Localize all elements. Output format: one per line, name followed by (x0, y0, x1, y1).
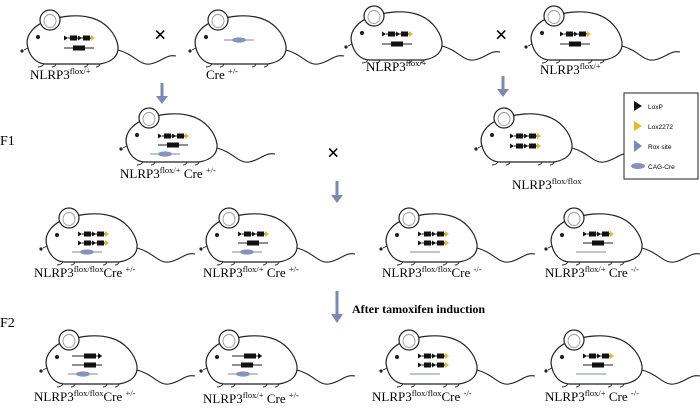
legend: LoxP Lox2272 Rox site CAG-Cre (623, 92, 699, 180)
f2-row1-mouse-4: NLRP3flox/+ Cre -/- (543, 207, 700, 280)
f1-label-2: NLRP3flox/flox (512, 176, 582, 192)
f2-row2-mouse-3: NLRP3flox/floxCre -/- (372, 329, 536, 404)
f1-mouse-1: NLRP3flox/+ Cre +/- (118, 107, 276, 181)
mouse-body-icon (378, 207, 536, 266)
parent-label-2: Cre +/- (206, 66, 238, 82)
mouse-body-icon (473, 107, 631, 166)
f2-row2-label-3: NLRP3flox/floxCre -/- (372, 388, 472, 404)
mouse-body-icon (378, 329, 536, 388)
mouse-body-icon (523, 5, 681, 64)
f2-row1-label-4: NLRP3flox/+ Cre -/- (545, 264, 639, 280)
f2-row2-mouse-2: NLRP3flox/+ Cre +/- (198, 329, 356, 406)
cross-symbol: × (154, 22, 167, 47)
rox-site-icon (634, 140, 642, 152)
mouse-body-icon (19, 9, 177, 68)
mouse-body-icon (198, 207, 356, 266)
f2-row1-mouse-2: NLRP3flox/+ Cre +/- (198, 207, 356, 280)
f1-mouse-2: NLRP3flox/flox (473, 107, 631, 192)
arrow-down-icon (497, 76, 509, 97)
cag-cre-icon (631, 163, 645, 169)
mouse-body-icon (187, 9, 345, 68)
arrow-down-icon (331, 181, 343, 203)
mouse-body-icon (198, 329, 356, 388)
arrow-down-icon (156, 83, 168, 104)
cross-symbol: × (327, 140, 340, 165)
f2-row1-label-3: NLRP3flox/floxCre -/- (382, 264, 482, 280)
generation-label-f2: F2 (0, 316, 15, 331)
f2-row1-label-2: NLRP3flox/+ Cre +/- (203, 264, 299, 280)
legend-loxp: LoxP (648, 104, 663, 111)
f1-label-1: NLRP3flox/+ Cre +/- (120, 165, 216, 181)
parent-label-4: NLRP3flox/+ (540, 61, 601, 77)
legend-lox2272: Lox2272 (648, 124, 673, 131)
induction-label: After tamoxifen induction (352, 302, 485, 316)
legend-rox: Rox site (648, 144, 672, 151)
parent-mouse-4: NLRP3flox/+ (523, 5, 681, 77)
parent-mouse-3: NLRP3flox/+ (343, 5, 501, 74)
f2-row1-mouse-1: NLRP3flox/floxCre +/- (34, 207, 196, 280)
f2-row2-label-4: NLRP3flox/+ Cre -/- (545, 388, 639, 404)
mouse-body-icon (343, 5, 501, 64)
parent-label-1: NLRP3flox/+ (30, 66, 91, 82)
parent-mouse-1: NLRP3flox/+ (19, 9, 177, 82)
cross-symbol: × (495, 22, 508, 47)
lox2272-icon (634, 121, 642, 131)
f2-row2-mouse-1: NLRP3flox/floxCre +/- (34, 329, 196, 404)
legend-cag-cre: CAG-Cre (648, 164, 675, 171)
parent-mouse-2: Cre +/- (187, 9, 345, 82)
f2-row2-label-1: NLRP3flox/floxCre +/- (34, 388, 136, 404)
mouse-body-icon (38, 329, 196, 388)
mouse-body-icon (543, 329, 700, 388)
parent-label-3: NLRP3flox/+ (366, 58, 427, 74)
mouse-body-icon (38, 207, 196, 266)
mouse-body-icon (118, 107, 276, 166)
f2-row1-mouse-3: NLRP3flox/floxCre -/- (378, 207, 536, 280)
f2-row2-mouse-4: NLRP3flox/+ Cre -/- (543, 329, 700, 404)
loxp-icon (634, 101, 642, 111)
mouse-body-icon (543, 207, 700, 266)
f2-row2-label-2: NLRP3flox/+ Cre +/- (203, 390, 299, 406)
arrow-down-icon (331, 291, 343, 323)
f2-row1-label-1: NLRP3flox/floxCre +/- (34, 264, 136, 280)
generation-label-f1: F1 (0, 134, 15, 149)
